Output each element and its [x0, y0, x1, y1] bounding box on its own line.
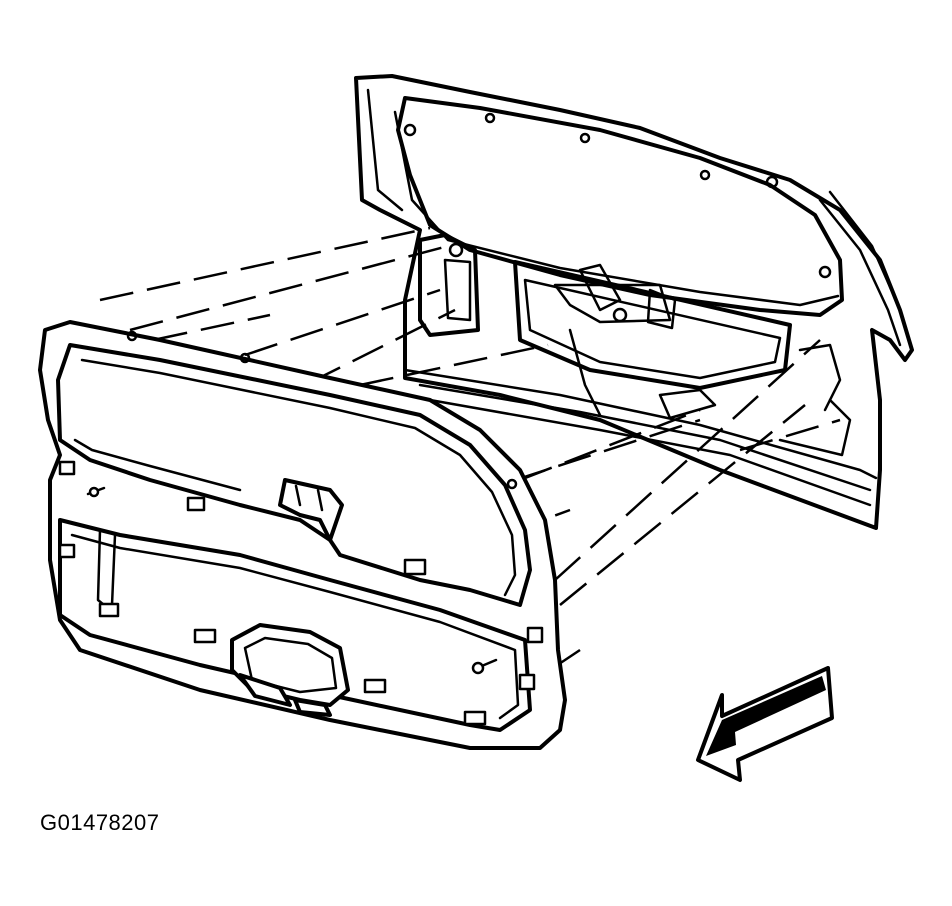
figure-id-label: G01478207	[40, 810, 160, 835]
front-direction-arrow-icon	[696, 666, 834, 782]
liftgate-frame	[354, 74, 914, 530]
liftgate-trim-panel	[38, 320, 567, 750]
